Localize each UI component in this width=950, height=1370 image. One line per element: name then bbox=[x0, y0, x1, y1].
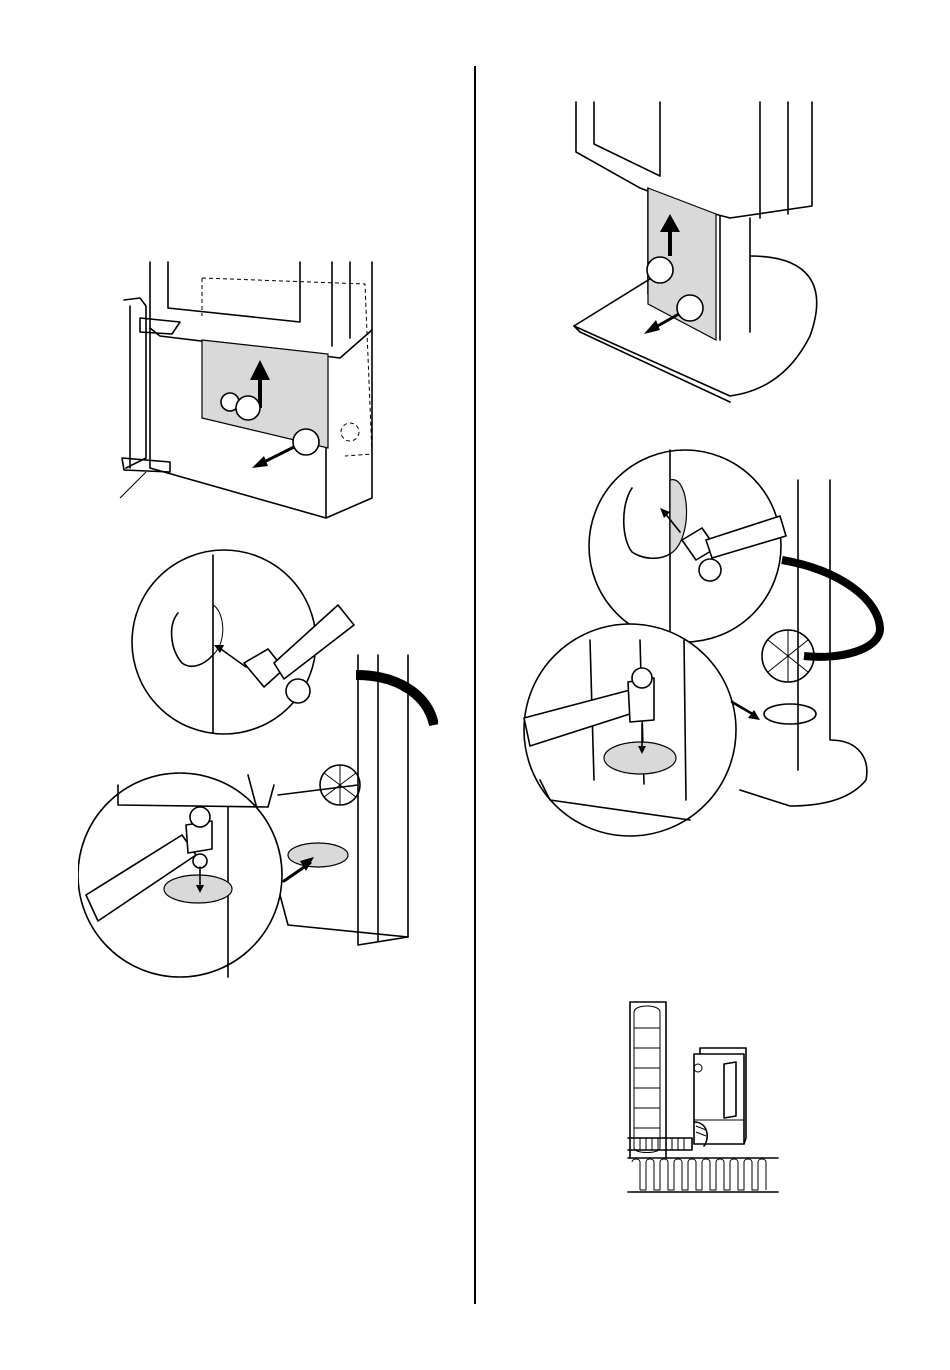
figure-knockout-right bbox=[520, 420, 890, 850]
figure-remove-front-panel-left bbox=[110, 258, 390, 528]
hammer-knockout-illustration-icon bbox=[78, 545, 438, 985]
stove-panel-removal-illustration-icon bbox=[110, 258, 390, 528]
column-divider bbox=[474, 66, 476, 1304]
figure-remove-front-panel-right bbox=[560, 96, 830, 406]
wall-floor-connection-illustration-icon bbox=[624, 998, 784, 1200]
figure-knockout-left bbox=[78, 545, 438, 985]
figure-rear-connection bbox=[624, 998, 784, 1200]
stove-panel-removal-illustration-icon bbox=[560, 96, 830, 406]
hammer-knockout-illustration-icon bbox=[520, 420, 890, 850]
